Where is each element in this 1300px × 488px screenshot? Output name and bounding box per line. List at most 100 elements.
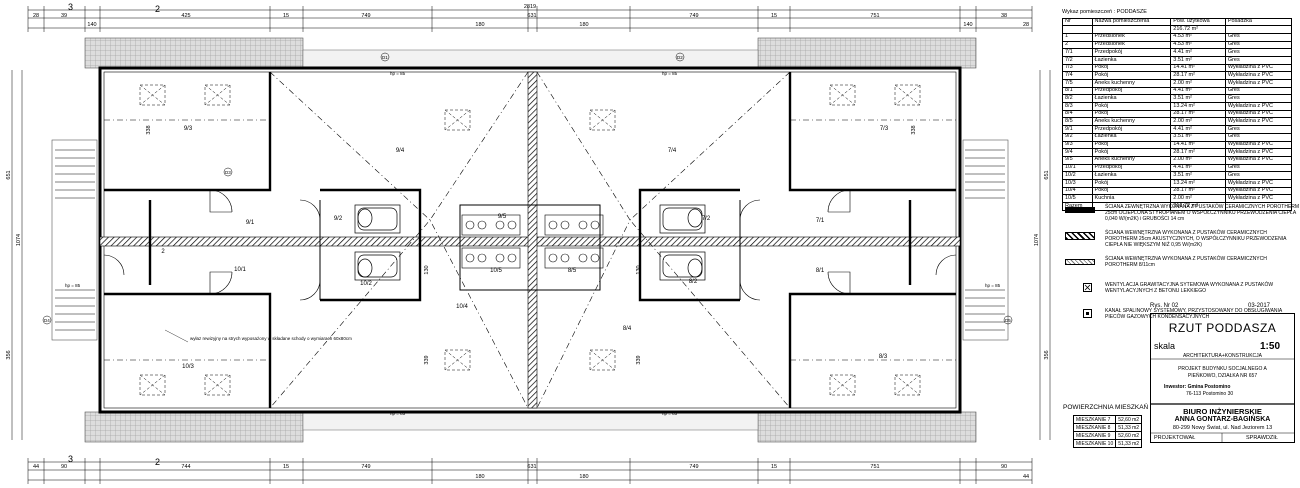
table-cell: 9/1 — [1062, 125, 1093, 134]
rooms-schedule-table: Nr Nazwa pomieszczenia Pow. użytkowa Pos… — [1062, 17, 1293, 211]
dim-text: 338 — [911, 125, 917, 134]
investor-line: Inwestor: Gmina Postomino — [1164, 384, 1231, 390]
dim-text: 1074 — [16, 234, 22, 246]
room-label: 8/5 — [568, 268, 577, 274]
height-notes: hp = 85 hp = 85 hp = 85 hp = 85 hp = 85 … — [65, 71, 1001, 416]
grid-mark: D5 — [1005, 318, 1011, 323]
room-label: 10/4 — [456, 304, 468, 310]
height-label: hp = 85 — [985, 283, 1001, 288]
dim-text: 749 — [361, 13, 370, 19]
table-cell: 28.17 m² — [1170, 148, 1226, 157]
table-cell: Pokój — [1091, 186, 1172, 196]
grid-mark: D2 — [677, 55, 683, 60]
col-header: Posadzka — [1224, 17, 1293, 27]
table-cell: 1 — [1062, 32, 1093, 42]
flat-name: MIESZKANIE 9 — [1072, 431, 1117, 440]
dim-text: 44 — [1023, 474, 1029, 480]
title-block: Rys. Nr 02 03-2017 RZUT PODDASZA skala 1… — [1150, 303, 1295, 443]
dim-text: 651 — [6, 170, 12, 179]
table-cell — [1224, 25, 1293, 34]
table-cell: Przedsionek — [1091, 40, 1172, 50]
dim-text: 90 — [61, 464, 67, 470]
table-cell: 8/2 — [1062, 94, 1093, 104]
table-cell: 7/1 — [1062, 48, 1093, 57]
room-label: 2 — [161, 249, 165, 255]
flat-area: 51,33 m2 — [1115, 439, 1143, 448]
table-cell: Łazienka — [1091, 132, 1172, 142]
table-cell: Łazienka — [1091, 94, 1172, 104]
table-cell: Wykładzina z PVC — [1224, 186, 1293, 196]
table-header-row: Nr Nazwa pomieszczenia Pow. użytkowa Pos… — [1062, 17, 1293, 27]
dimension-lines — [11, 6, 1051, 484]
table-cell: 8/5 — [1062, 117, 1093, 127]
room-label: 7/3 — [880, 126, 889, 132]
project-line: PIEŃKOWO, DZIAŁKA NR 657 — [1187, 373, 1258, 379]
table-cell: 3.51 m² — [1170, 132, 1226, 142]
table-cell: Łazienka — [1091, 171, 1172, 180]
table-cell: Pokój — [1091, 109, 1172, 119]
dim-text: 338 — [146, 125, 152, 134]
table-cell: 4.53 m² — [1170, 40, 1226, 50]
dim-text: 140 — [87, 22, 96, 28]
designed-by-label: PROJEKTOWAŁ — [1154, 435, 1196, 441]
flue-icon — [1083, 309, 1092, 318]
table-cell — [1062, 25, 1093, 34]
table-cell: 28.17 m² — [1170, 71, 1226, 80]
room-label: 8/1 — [816, 268, 825, 274]
drawing-number: Rys. Nr 02 — [1150, 303, 1179, 309]
room-labels: 9/3 9/4 7/4 7/3 9/1 9/2 9/5 7/2 7/1 2 1 … — [161, 126, 912, 370]
floor-plan-drawing: 2819 28 39 140 425 15 749 180 631 180 74… — [6, 2, 1051, 484]
interior-walls — [99, 71, 961, 409]
dim-text: 15 — [283, 464, 289, 470]
table-cell: Przedsionek — [1091, 32, 1172, 42]
table-cell: 28.17 m² — [1170, 109, 1226, 119]
legend-text: ŚCIANA WEWNĘTRZNA WYKONANA Z PUSTAKÓW CE… — [1105, 230, 1287, 248]
room-label: 10/2 — [360, 281, 372, 287]
table-cell: 4.41 m² — [1170, 86, 1226, 96]
section-markers: 3 2 3 2 — [68, 2, 160, 467]
investor-line: 76-113 Postomino 30 — [1186, 391, 1234, 397]
legend-item: KANAŁ SPALINOWY SYSTEMOWY, PRZYSTOSOWANY… — [1065, 306, 1297, 332]
table-cell: Aneks kuchenny — [1091, 79, 1172, 88]
checked-by-label: SPRAWDZIŁ — [1246, 435, 1278, 441]
table-cell: Przedpokój — [1091, 125, 1172, 134]
dim-text: 651 — [1044, 170, 1050, 179]
legend-item: ŚCIANA WEWNĘTRZNA WYKONANA Z PUSTAKÓW CE… — [1065, 228, 1297, 254]
table-cell: 7/4 — [1062, 71, 1093, 80]
dim-text: 631 — [527, 464, 536, 470]
section-mark: 2 — [155, 4, 160, 14]
dim-text: 744 — [181, 464, 190, 470]
col-header: Pow. użytkowa — [1170, 17, 1226, 27]
table-cell: 14.41 m² — [1170, 140, 1226, 150]
dim-text: 751 — [870, 13, 879, 19]
table-cell: 216.72 m² — [1170, 25, 1226, 34]
table-cell: 10/3 — [1062, 178, 1093, 188]
legend-item: ŚCIANA ZEWNĘTRZNA WYKONANA Z PUSTAKÓW CE… — [1065, 202, 1299, 228]
dim-text: 180 — [579, 474, 588, 480]
table-cell: 28.17 m² — [1170, 186, 1226, 196]
table-cell: 13.24 m² — [1170, 102, 1226, 111]
table-cell: Przedpokój — [1091, 86, 1172, 96]
flat-area: 52,60 m2 — [1115, 431, 1143, 440]
table-cell: Pokój — [1091, 148, 1172, 157]
table-cell: Gres — [1224, 32, 1293, 42]
dim-text: 180 — [475, 474, 484, 480]
office-owner: ANNA GONTARZ-BAGIŃSKA — [1174, 416, 1271, 423]
table-cell: 9/5 — [1062, 155, 1093, 165]
table-cell: Wykładzina z PVC — [1224, 155, 1293, 165]
table-cell: Gres — [1224, 48, 1293, 57]
table-cell: 8/3 — [1062, 102, 1093, 111]
dim-overall: 2819 — [524, 4, 536, 10]
table-cell: 3.51 m² — [1170, 94, 1226, 104]
table-cell: 7/5 — [1062, 79, 1093, 88]
